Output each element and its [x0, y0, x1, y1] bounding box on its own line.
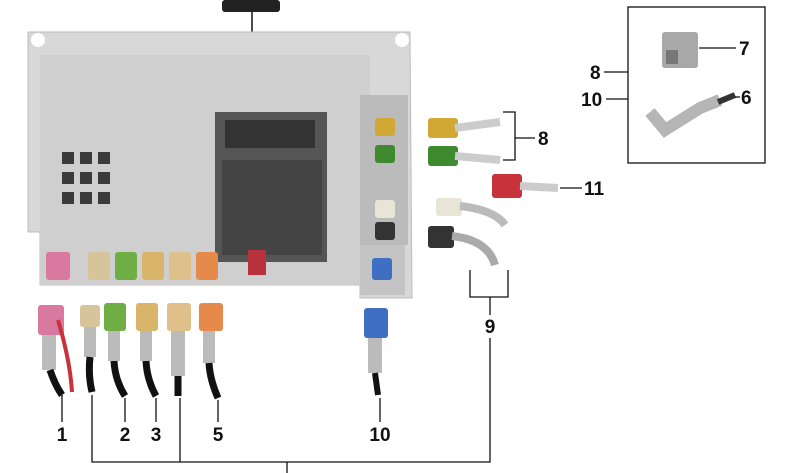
label-part-11: 11 [584, 179, 605, 200]
label-part-1: 1 [57, 425, 68, 446]
label-part-9: 9 [485, 317, 496, 338]
label-part-8-box: 8 [590, 63, 601, 84]
top-connector-part [222, 0, 280, 12]
part-7-housing [662, 32, 698, 68]
connector-9-black [428, 226, 499, 267]
label-part-10-box: 10 [581, 90, 602, 111]
part-6-terminal [645, 92, 737, 138]
connector-8-yellow [428, 118, 501, 138]
connector-11 [492, 174, 559, 198]
connector-5 [199, 303, 223, 400]
label-part-5: 5 [213, 425, 224, 446]
label-part-10-bottom: 10 [369, 425, 390, 446]
head-unit [27, 31, 413, 299]
label-part-7: 7 [739, 39, 750, 60]
connector-2 [104, 303, 129, 398]
label-part-3: 3 [151, 425, 162, 446]
label-part-8-right: 8 [538, 129, 549, 150]
connector-9-white [436, 198, 509, 228]
bottom-sockets [46, 252, 218, 280]
connector-10 [364, 308, 388, 396]
leader-lines [61, 47, 740, 473]
connector-1 [38, 305, 74, 398]
label-part-6: 6 [741, 88, 752, 109]
detail-box [627, 6, 766, 164]
vent-grille [62, 152, 110, 204]
connector-unlabeled [80, 305, 100, 393]
connector-4 [167, 303, 191, 396]
socket-blue [372, 258, 392, 280]
connector-8-green [428, 146, 501, 166]
label-part-2: 2 [120, 425, 131, 446]
connector-3 [136, 303, 160, 398]
